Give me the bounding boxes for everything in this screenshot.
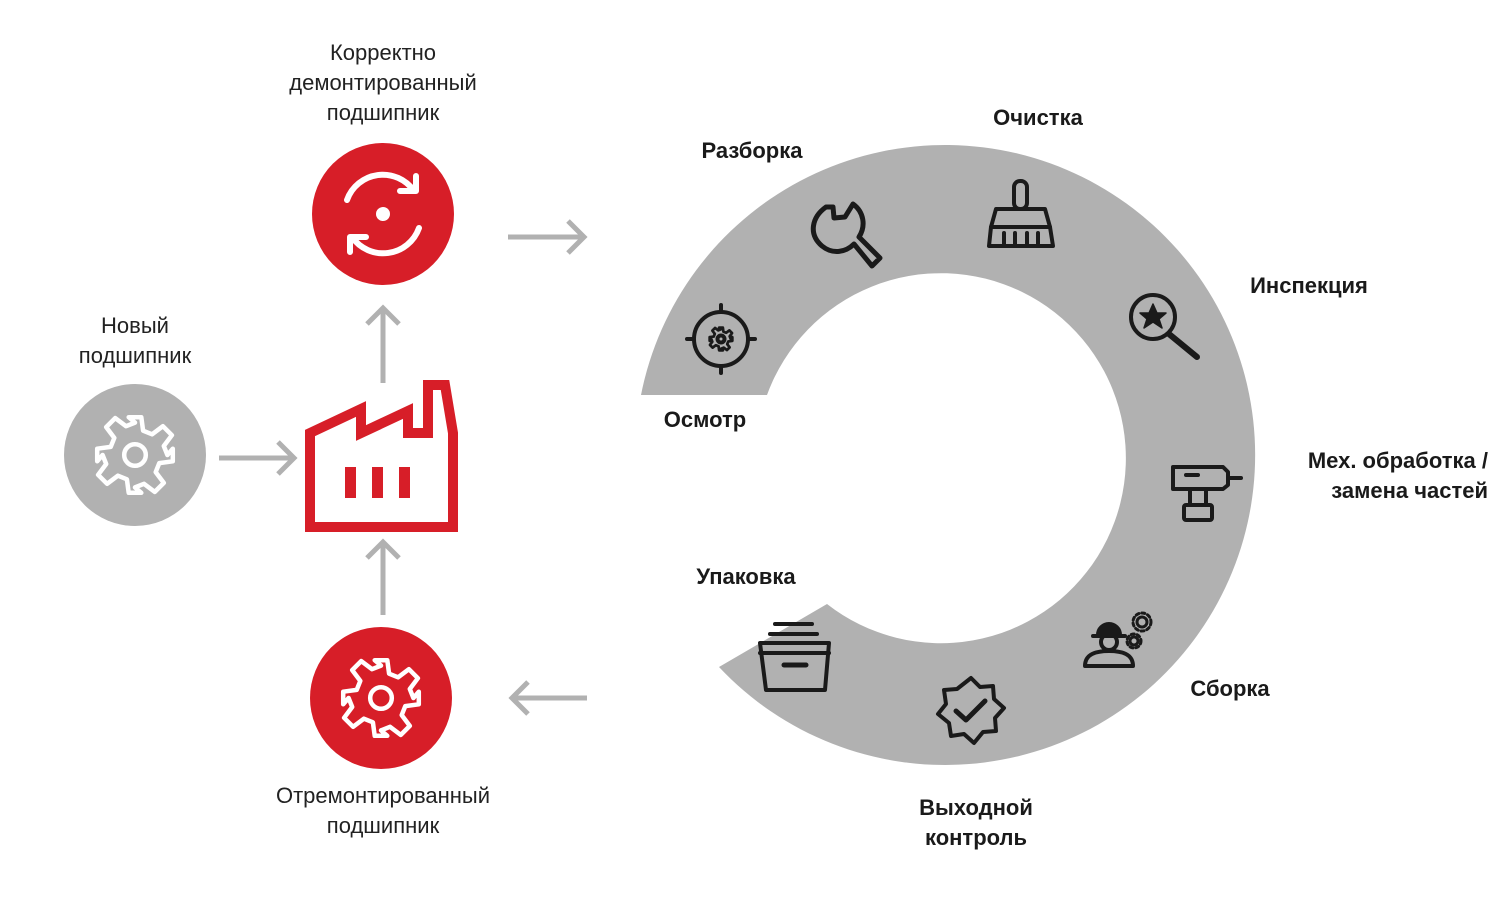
arrow-factory-to-removed bbox=[365, 304, 401, 383]
removed-bearing-label: Корректно демонтированный подшипник bbox=[289, 40, 477, 125]
drill-icon bbox=[1171, 465, 1243, 522]
factory-icon bbox=[305, 380, 458, 532]
new-bearing-label: Новый подшипник bbox=[78, 313, 192, 368]
worker-gears-icon bbox=[1083, 611, 1153, 668]
step-label-cleaning: Очистка bbox=[993, 105, 1083, 130]
step-label-inspection: Инспекция bbox=[1250, 273, 1368, 298]
new-bearing-node bbox=[64, 384, 206, 526]
step-label-disassembly: Разборка bbox=[701, 138, 803, 163]
cycle-ring bbox=[641, 144, 1256, 765]
gear-icon bbox=[94, 414, 176, 496]
target-gear-icon bbox=[685, 303, 757, 375]
repaired-bearing-node bbox=[310, 627, 452, 769]
magnifier-star-icon bbox=[1129, 293, 1200, 360]
arrow-new-to-factory bbox=[219, 440, 298, 476]
step-label-inspection-initial: Осмотр bbox=[663, 407, 747, 432]
refresh-icon bbox=[344, 171, 422, 257]
package-box-icon bbox=[758, 622, 831, 692]
removed-bearing-node bbox=[312, 143, 454, 285]
repaired-bearing-label: Отремонтированный подшипник bbox=[275, 783, 491, 838]
wrench-icon bbox=[810, 201, 883, 269]
step-label-packaging: Упаковка bbox=[696, 564, 796, 589]
verified-badge-icon bbox=[936, 676, 1006, 745]
step-label-final-control: Выходной контроль bbox=[919, 795, 1033, 850]
step-label-machining: Мех. обработка / замена частей bbox=[1307, 448, 1488, 503]
arrow-to-cycle bbox=[508, 219, 588, 255]
arrow-from-cycle bbox=[508, 680, 587, 716]
gear-icon bbox=[340, 657, 422, 739]
step-label-assembly: Сборка bbox=[1190, 676, 1270, 701]
brush-icon bbox=[987, 179, 1055, 248]
arrow-repaired-to-factory bbox=[365, 538, 401, 615]
